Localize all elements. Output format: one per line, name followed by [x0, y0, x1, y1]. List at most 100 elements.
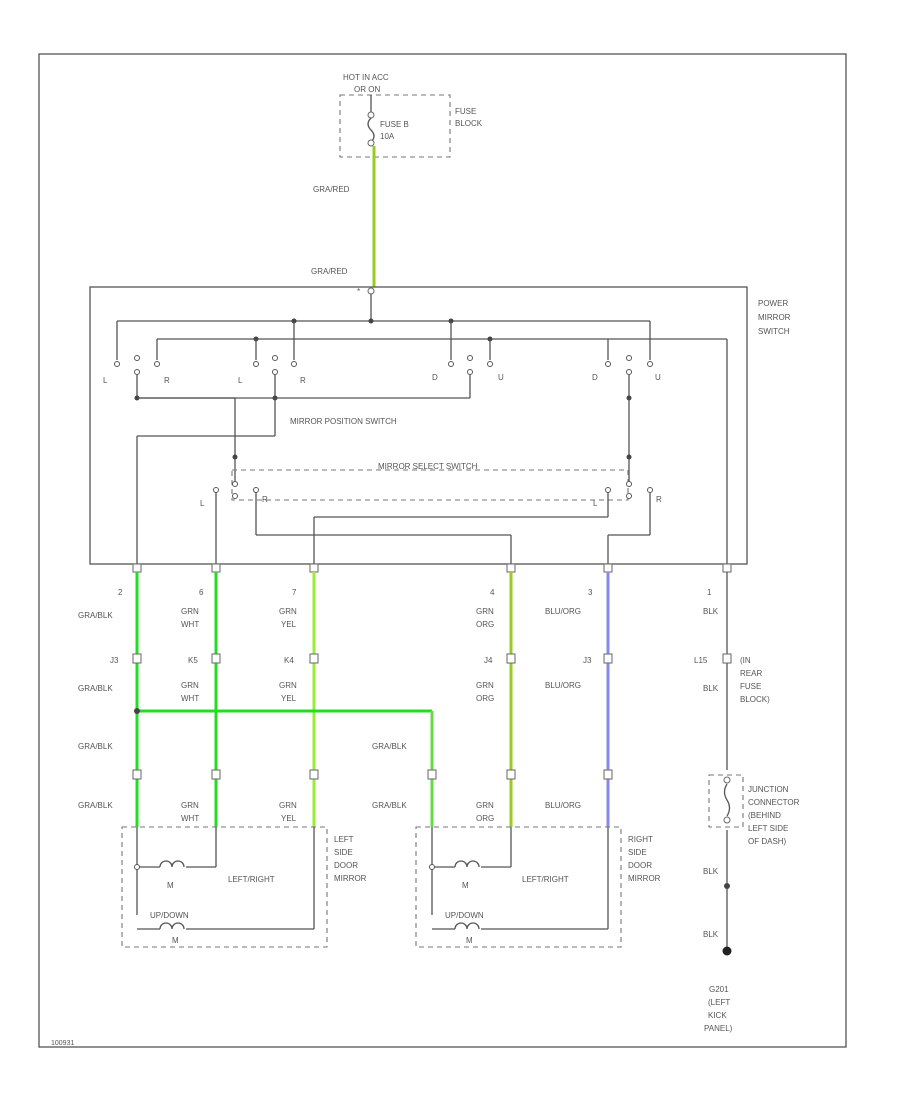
right-mirror-label: SIDE — [628, 848, 647, 857]
ground-label: (LEFT — [708, 998, 730, 1007]
position-contacts: L R L R D U D U — [103, 355, 661, 385]
wire-label: YEL — [281, 694, 297, 703]
motor-symbol: M — [462, 881, 469, 890]
motor-icon — [454, 922, 480, 930]
wire-label: J4 — [484, 656, 493, 665]
diagram-frame — [38, 53, 847, 1048]
wire-label: J3 — [583, 656, 592, 665]
pin-number: 1 — [707, 588, 712, 597]
contact-label: R — [164, 376, 170, 385]
contact-label: U — [498, 373, 504, 382]
motor-label: UP/DOWN — [445, 911, 484, 920]
pin-number: 3 — [588, 588, 593, 597]
right-mirror-outline — [415, 826, 622, 948]
contact-label: L — [103, 376, 108, 385]
wire-label: ORG — [476, 620, 494, 629]
power-mirror-switch: POWER MIRROR SWITCH L R L R — [89, 286, 791, 565]
fuse-block-note: BLOCK) — [740, 695, 770, 704]
motor-symbol: M — [466, 936, 473, 945]
motor-icon — [159, 922, 185, 930]
fuse-block-label-2: BLOCK — [455, 119, 483, 128]
wire-label: BLK — [703, 607, 719, 616]
motor-label: LEFT/RIGHT — [522, 875, 569, 884]
right-mirror-label: DOOR — [628, 861, 652, 870]
wire-label: GRN — [279, 801, 297, 810]
ground-label: PANEL) — [704, 1024, 733, 1033]
select-label: R — [656, 495, 662, 504]
pin-number: 6 — [199, 588, 204, 597]
left-mirror-label: SIDE — [334, 848, 353, 857]
wire-label: GRN — [181, 681, 199, 690]
select-label: L — [200, 499, 205, 508]
wire-label: BLU/ORG — [545, 801, 581, 810]
wire-label: WHT — [181, 620, 199, 629]
switch-name-3: SWITCH — [758, 327, 790, 336]
wire-label: K5 — [188, 656, 198, 665]
junction-label: OF DASH) — [748, 837, 787, 846]
right-door-mirror: M LEFT/RIGHT UP/DOWN M RIGHT SIDE DOOR M… — [415, 826, 661, 948]
motor-label: LEFT/RIGHT — [228, 875, 275, 884]
junction-label: (BEHIND — [748, 811, 781, 820]
wire-label: BLK — [703, 930, 719, 939]
wire-label: ORG — [476, 814, 494, 823]
wire-label: YEL — [281, 814, 297, 823]
pin-number: 7 — [292, 588, 297, 597]
pin-number: 2 — [118, 588, 123, 597]
left-mirror-outline — [121, 826, 328, 948]
wire-label: BLK — [703, 867, 719, 876]
wire-label: WHT — [181, 694, 199, 703]
contact-label: U — [655, 373, 661, 382]
motor-icon — [159, 860, 185, 868]
switch-name-1: POWER — [758, 299, 788, 308]
wire-label: L15 — [694, 656, 708, 665]
motor-symbol: M — [172, 936, 179, 945]
fuse-block-note: (IN — [740, 656, 751, 665]
fuse-rating: 10A — [380, 132, 395, 141]
ground-label: KICK — [708, 1011, 727, 1020]
source-label-2: OR ON — [354, 85, 380, 94]
fuse-name: FUSE B — [380, 120, 409, 129]
left-door-mirror: M LEFT/RIGHT UP/DOWN M LEFT SIDE DOOR MI… — [121, 826, 367, 948]
feed-wire-label-2: GRA/RED — [311, 267, 348, 276]
wire-label: GRA/BLK — [78, 684, 113, 693]
junction-and-ground: JUNCTION CONNECTOR (BEHIND LEFT SIDE OF … — [704, 774, 800, 1033]
motor-icon — [454, 860, 480, 868]
left-mirror-label: MIRROR — [334, 874, 367, 883]
junction-label: CONNECTOR — [748, 798, 800, 807]
wire-label: GRN — [181, 607, 199, 616]
ground-icon — [722, 946, 732, 956]
wire-label: K4 — [284, 656, 294, 665]
wire-label: BLK — [703, 684, 719, 693]
wire-label: GRA/BLK — [78, 611, 113, 620]
motor-label: UP/DOWN — [150, 911, 189, 920]
fuse-icon — [367, 117, 375, 143]
wire-label: GRN — [476, 801, 494, 810]
right-mirror-label: RIGHT — [628, 835, 653, 844]
contact-label: L — [238, 376, 243, 385]
fuse-block-section: HOT IN ACC OR ON FUSE B 10A FUSE BLOCK G… — [311, 73, 483, 296]
select-switch-label: MIRROR SELECT SWITCH — [378, 462, 478, 471]
wire-label: GRA/BLK — [78, 742, 113, 751]
wire-label: GRA/BLK — [78, 801, 113, 810]
wire-label: ORG — [476, 694, 494, 703]
wire-label: GRN — [476, 681, 494, 690]
switch-connector-pins: 2 6 7 4 3 1 — [118, 563, 732, 597]
select-switch-outline — [231, 469, 629, 501]
position-switch-label: MIRROR POSITION SWITCH — [290, 417, 397, 426]
pin-number: 4 — [490, 588, 495, 597]
fuse-block-note: REAR — [740, 669, 762, 678]
wire-label: GRN — [279, 681, 297, 690]
right-mirror-label: MIRROR — [628, 874, 661, 883]
ground-label: G201 — [709, 985, 729, 994]
diagram-code: 100931 — [51, 1040, 74, 1047]
wire-label: GRN — [476, 607, 494, 616]
wire-harness: GRA/BLK J3 GRA/BLK GRA/BLK GRA/BLK GRN W… — [78, 572, 770, 950]
wire-label: WHT — [181, 814, 199, 823]
svg-text:*: * — [357, 287, 360, 296]
contact-label: R — [300, 376, 306, 385]
wire-label: GRN — [279, 607, 297, 616]
left-mirror-label: LEFT — [334, 835, 354, 844]
motor-symbol: M — [167, 881, 174, 890]
fuse-block-label-1: FUSE — [455, 107, 476, 116]
